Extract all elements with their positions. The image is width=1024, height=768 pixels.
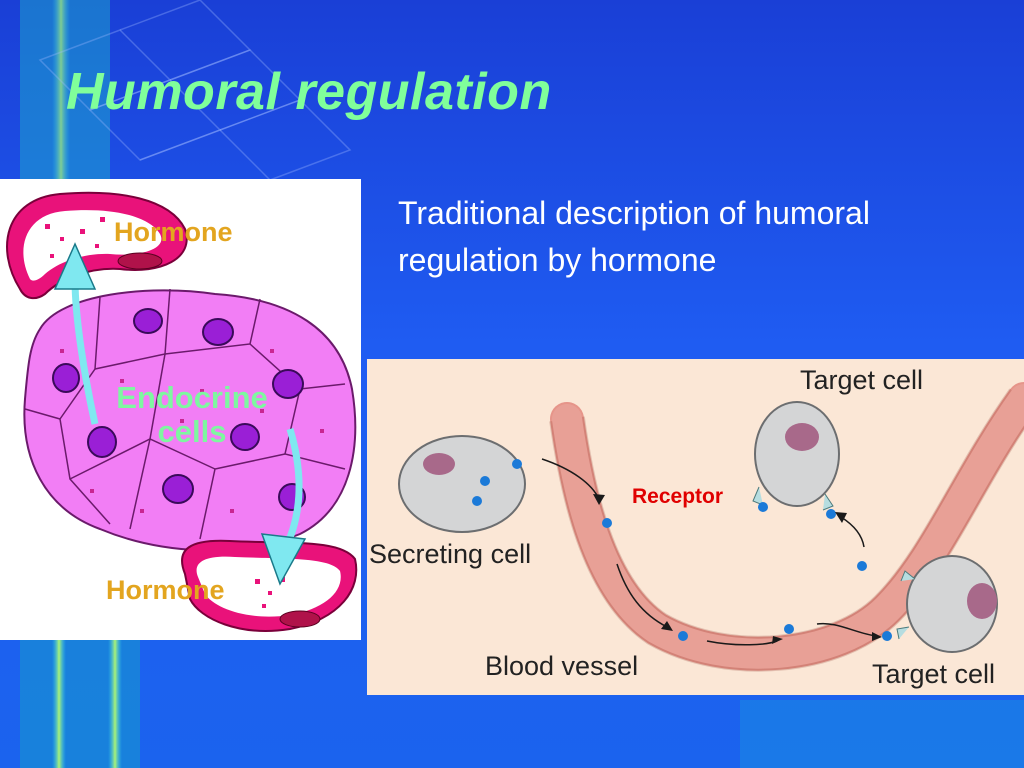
endocrine-illustration — [6, 191, 358, 632]
secreting-cell-label: Secreting cell — [369, 539, 532, 569]
endocrine-cells-label: Endocrine cells — [116, 380, 268, 449]
hormone-label-top: Hormone — [114, 217, 233, 247]
slide-title: Humoral regulation — [66, 63, 552, 121]
target-cell-diagram: Target cell Receptor Secreting cell Bloo… — [367, 359, 1024, 695]
blood-vessel-label: Blood vessel — [485, 651, 639, 681]
target-cell-label-top: Target cell — [800, 365, 924, 395]
target-cell-label-bottom: Target cell — [872, 659, 996, 689]
endocrine-diagram: Hormone Endocrine cells Hormone — [0, 179, 361, 640]
slide-description: Traditional description of humoral regul… — [398, 195, 870, 278]
blood-vessel-illustration — [398, 382, 1024, 672]
receptor-label: Receptor — [632, 485, 724, 508]
hormone-label-bottom: Hormone — [106, 575, 225, 605]
